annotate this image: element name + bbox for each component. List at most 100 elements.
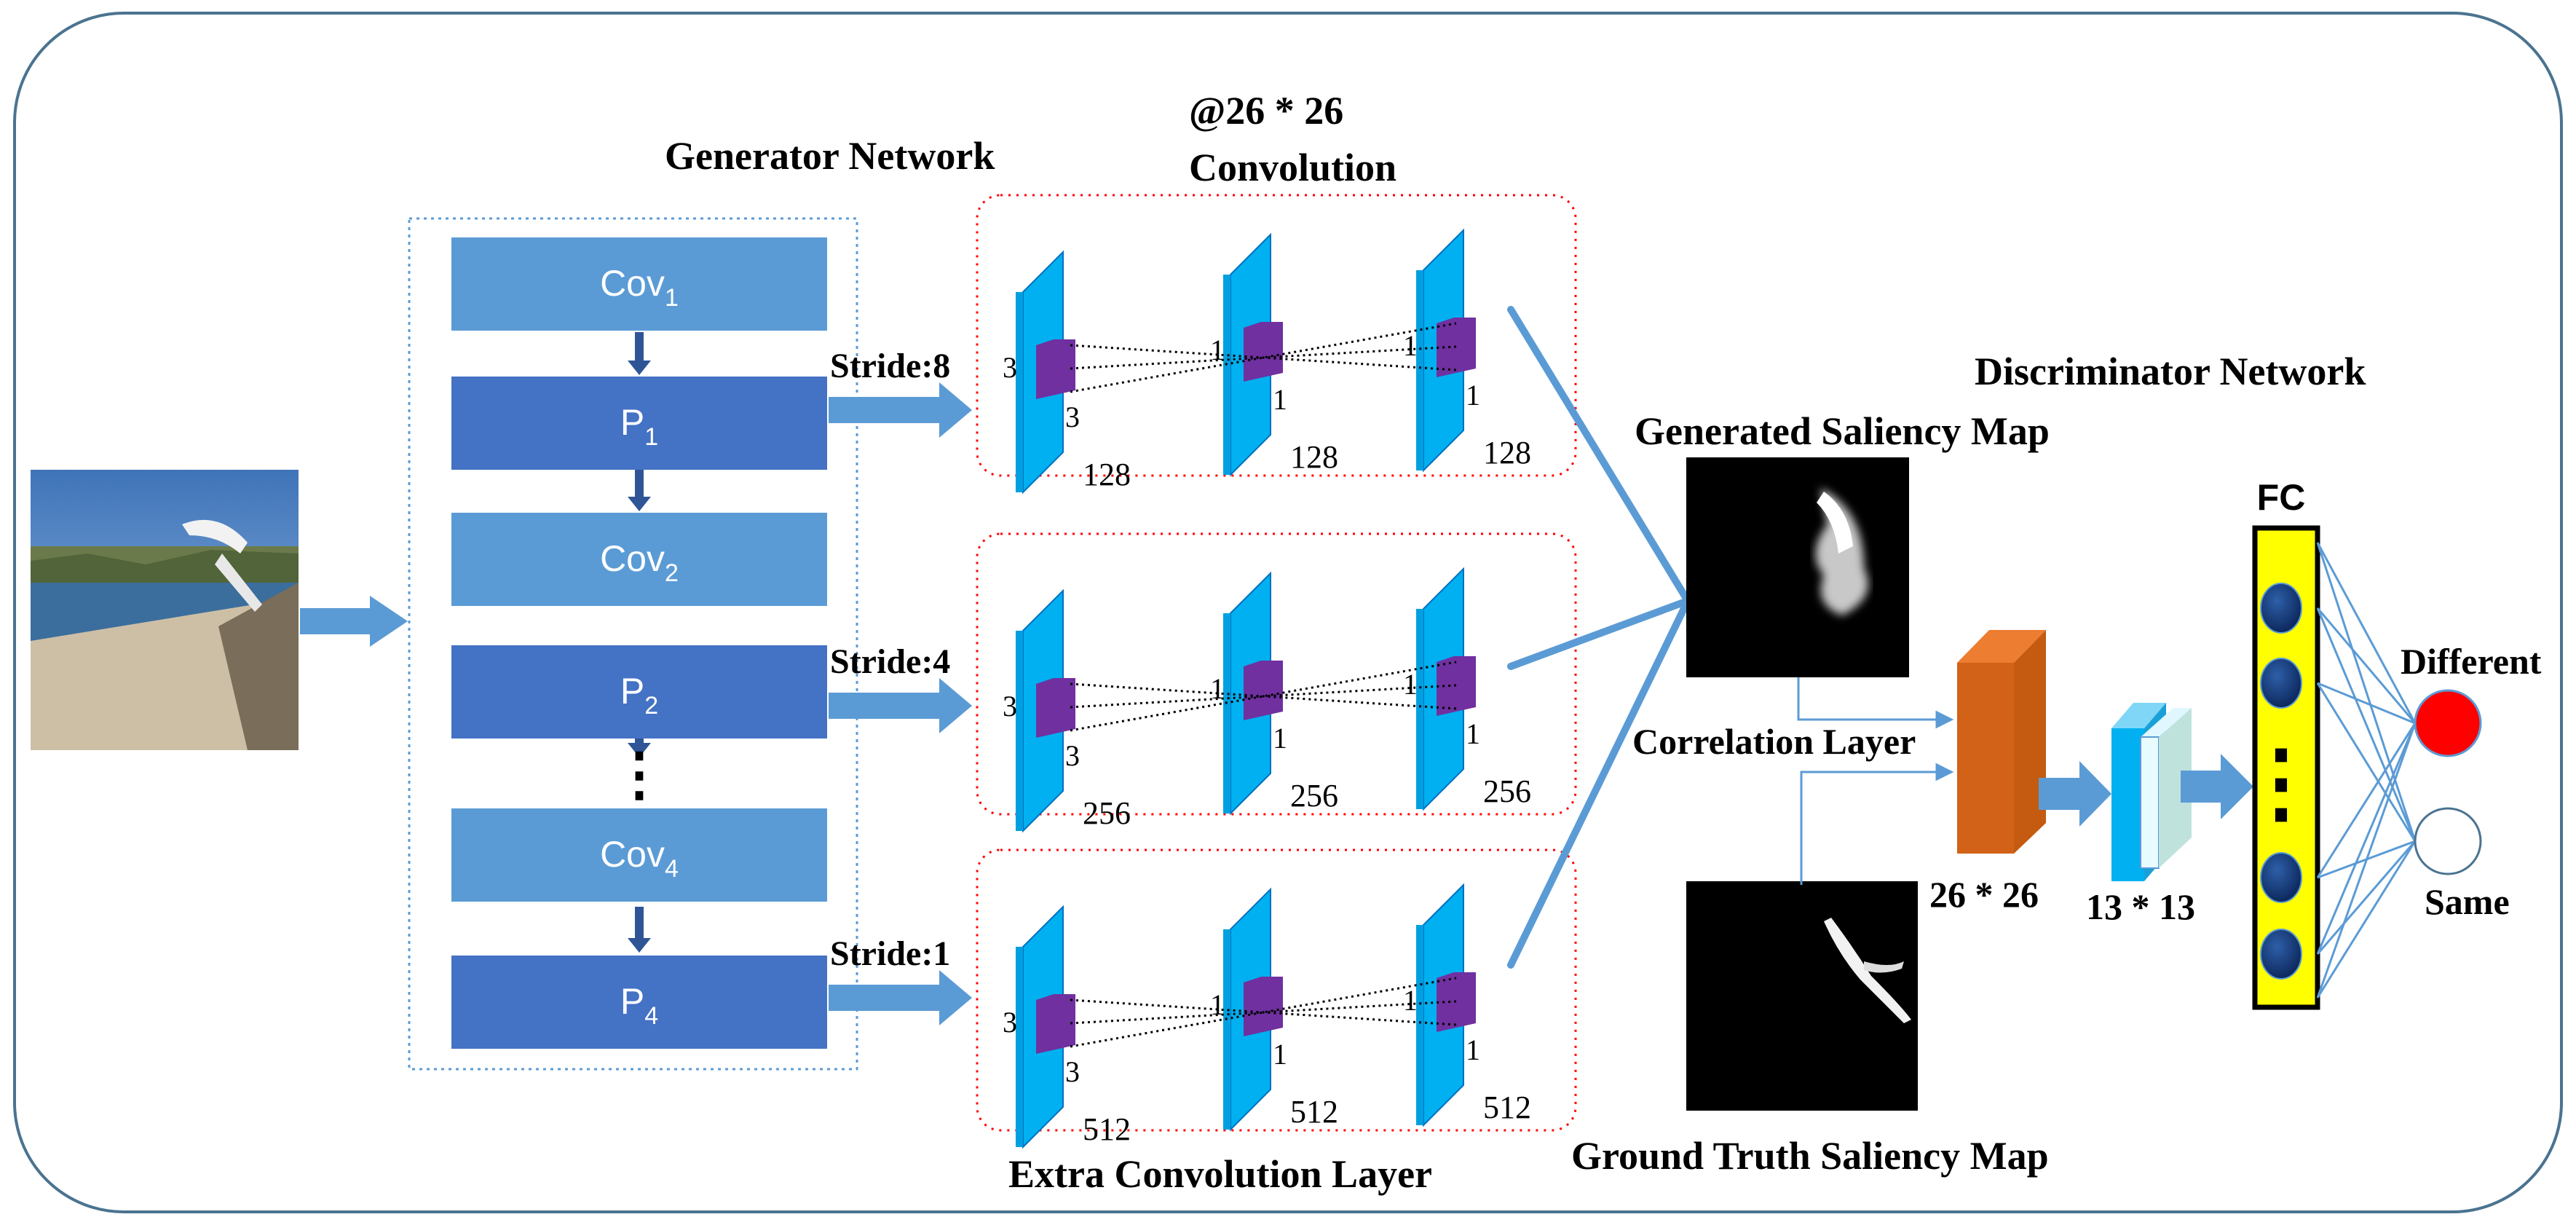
fc-edge (2316, 840, 2417, 955)
kernel-patch (1036, 994, 1075, 1054)
block-base: P (620, 671, 644, 712)
conv-cube-front (1016, 631, 1023, 831)
fc-edge (2316, 542, 2417, 724)
fc-edge (2316, 840, 2417, 998)
fc-edge (2316, 607, 2417, 724)
block-subscript: 1 (665, 284, 679, 312)
different-node (2414, 689, 2482, 757)
down-arrow-shaft-1 (635, 470, 644, 498)
kernel-patch (1036, 678, 1075, 738)
branch-box (976, 532, 1577, 816)
corr-to-pool-arrow (2039, 761, 2111, 827)
kernel-size-label: 1 (1403, 984, 1418, 1017)
stride-arrow (829, 970, 972, 1025)
fc-connections (2316, 542, 2417, 998)
pool-to-fc-arrow (2181, 754, 2253, 819)
generator-container (408, 217, 858, 1071)
different-label: Different (2401, 641, 2542, 682)
input-image (31, 470, 299, 750)
generator-block-cov-2 (451, 513, 827, 606)
fc-edge (2316, 542, 2417, 842)
fc-node-1 (2260, 583, 2302, 634)
generator-ellipsis: ⋮ (610, 743, 668, 807)
kernel-size-label: 1 (1273, 722, 1287, 755)
kernel-size-label: 1 (1273, 383, 1287, 416)
generated-saliency-map-label: Generated Saliency Map (1635, 409, 2050, 453)
down-arrow-head-3 (628, 938, 651, 953)
channel-label: 512 (1483, 1090, 1531, 1125)
conv-cube-front (1016, 947, 1023, 1147)
fc-label: FC (2257, 477, 2306, 518)
conv-cube-front (1016, 292, 1023, 492)
block-subscript: 4 (644, 1002, 658, 1030)
generator-block-p-2 (451, 645, 827, 738)
fc-nodes (2260, 583, 2302, 980)
stride-arrow (829, 678, 972, 733)
map-connectors (1797, 677, 1954, 885)
fc-edge (2316, 722, 2417, 878)
conv-link (1070, 684, 1457, 709)
channel-label: 128 (1290, 439, 1338, 475)
size-13-label: 13 * 13 (2086, 886, 2195, 927)
conv-link (1070, 661, 1457, 732)
merge-lines (1507, 306, 1691, 969)
generated-saliency-map (1686, 457, 1909, 677)
fc-node-3 (2260, 852, 2302, 903)
channel-label: 256 (1290, 778, 1338, 814)
block-base: P (620, 981, 644, 1022)
conv-cube-front (1223, 613, 1230, 814)
fc-edge (2316, 722, 2417, 998)
kernel-size-label: 3 (1065, 739, 1080, 772)
generator-block-p-1 (451, 377, 827, 470)
ground-truth-saliency-map-label: Ground Truth Saliency Map (1571, 1134, 2049, 1178)
kernel-size-label: 1 (1210, 334, 1225, 366)
conv-link (1070, 345, 1457, 370)
conv-link (1070, 977, 1457, 1048)
fc-node-4 (2260, 929, 2302, 980)
channel-label: 128 (1083, 457, 1131, 492)
fc-edge (2316, 682, 2417, 842)
conv-cube-front (1223, 929, 1230, 1130)
kernel-size-label: 3 (1003, 1006, 1017, 1039)
down-arrow-head-1 (628, 497, 651, 511)
same-node (2414, 807, 2482, 875)
conv-cube-front (1416, 270, 1423, 470)
generator-block-label: Cov1 (600, 263, 679, 312)
conv-cube-front (1416, 925, 1423, 1125)
kernel-patch (1036, 339, 1075, 399)
kernel-patch (1244, 661, 1283, 720)
down-arrow-head-0 (628, 361, 651, 375)
generator-block-label: P1 (620, 402, 658, 451)
block-subscript: 2 (644, 692, 658, 720)
channel-label: 512 (1083, 1111, 1131, 1147)
discriminator-network-title: Discriminator Network (1975, 350, 2366, 393)
kernel-size-label: 1 (1466, 717, 1480, 750)
generator-network-title: Generator Network (665, 134, 995, 178)
conv-cube-front (1223, 275, 1230, 475)
block-base: Cov (600, 538, 665, 579)
input-arrow (300, 596, 408, 647)
generator-block-cov-1 (451, 237, 827, 331)
generator-block-label: Cov4 (600, 834, 679, 883)
same-label: Same (2425, 881, 2510, 922)
extra-convolution-layer-label: Extra Convolution Layer (1008, 1152, 1432, 1196)
convolution-branches: Stride:8128331281112811Stride:4256332561… (829, 194, 1577, 1149)
conv-link (1070, 1000, 1457, 1025)
kernel-size-label: 3 (1003, 690, 1017, 722)
kernel-patch (1244, 322, 1283, 382)
down-arrow-shaft-0 (635, 332, 644, 362)
kernel-size-label: 1 (1403, 329, 1418, 362)
kernel-size-label: 1 (1466, 379, 1480, 411)
size-26-label: 26 * 26 (1929, 874, 2039, 915)
kernel-patch (1244, 977, 1283, 1036)
correlation-layer-label: Correlation Layer (1632, 721, 1916, 762)
block-subscript: 1 (644, 423, 658, 451)
branch-box (976, 194, 1577, 477)
generator-block-label: Cov2 (600, 538, 679, 587)
block-subscript: 4 (665, 855, 679, 883)
block-subscript: 2 (665, 559, 679, 587)
